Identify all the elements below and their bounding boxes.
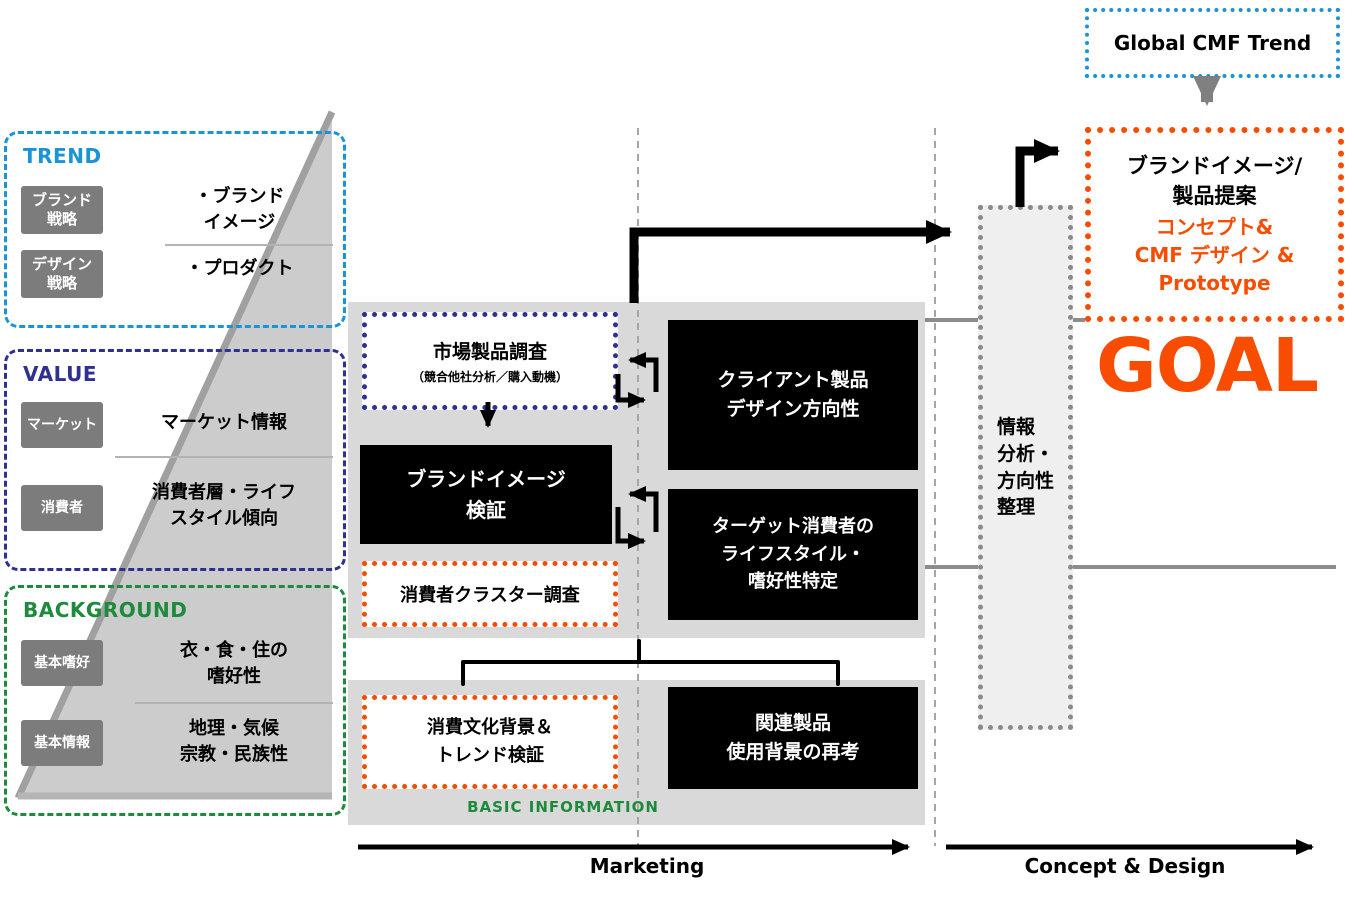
market-tag: マーケット [21,402,103,448]
background-divider [135,702,333,704]
information-analysis-box: 情報 分析・ 方向性 整理 [978,205,1073,730]
brand-strategy-tag: ブランド 戦略 [21,186,103,234]
basic-information-tag: 基本情報 [21,720,103,766]
market-survey-subtitle: （競合他社分析／購入動機） [411,370,568,384]
value-item-consumer-lifestyle: 消費者層・ライフ スタイル傾向 [152,482,296,530]
background-title: BACKGROUND [23,598,188,622]
trend-item-product: ・プロダクト [185,258,294,279]
client-product-direction-box: クライアント製品 デザイン方向性 [668,320,918,470]
background-item-geography: 地理・気候 宗教・民族性 [180,718,288,766]
value-title: VALUE [23,362,98,386]
trend-divider [165,244,333,246]
goal-label: GOAL [1095,323,1319,409]
trend-title: TREND [23,144,102,168]
market-product-survey-box: 市場製品調査 （競合他社分析／購入動機） [362,312,618,410]
background-item-lifestyle: 衣・食・住の 嗜好性 [180,640,288,688]
brand-image-verification-box: ブランドイメージ 検証 [360,445,612,544]
market-survey-title: 市場製品調査 [432,341,547,363]
brand-image-proposal-box: ブランドイメージ/ 製品提案 コンセプト& CMF デザイン & Prototy… [1085,127,1344,322]
concept-design-axis-label: Concept & Design [1024,854,1226,878]
value-item-market-info: マーケット情報 [161,412,287,433]
basic-information-caption: BASIC INFORMATION [467,798,659,816]
global-cmf-trend-box: Global CMF Trend [1085,8,1340,78]
information-analysis-text: 情報 分析・ 方向性 整理 [996,416,1054,519]
related-products-box: 関連製品 使用背景の再考 [668,687,918,789]
proposal-highlight: コンセプト& CMF デザイン & Prototype [1134,214,1295,295]
consumer-tag: 消費者 [21,485,103,531]
value-divider [115,456,333,458]
target-consumer-lifestyle-box: ターゲット消費者の ライフスタイル・ 嗜好性特定 [668,489,918,620]
value-frame: VALUE マーケット 消費者 マーケット情報 消費者層・ライフ スタイル傾向 [4,349,346,571]
consumer-cluster-survey-box: 消費者クラスター調査 [362,561,618,627]
basic-preference-tag: 基本嗜好 [21,640,103,686]
trend-frame: TREND ブランド 戦略 デザイン 戦略 ・ブランド イメージ ・プロダクト [4,131,346,328]
marketing-axis-label: Marketing [589,854,705,878]
consumption-culture-trend-box: 消費文化背景＆ トレンド検証 [362,695,618,789]
proposal-title: ブランドイメージ/ 製品提案 [1126,154,1303,208]
trend-item-brand-image: ・ブランド イメージ [194,186,285,234]
design-strategy-tag: デザイン 戦略 [21,250,103,298]
background-frame: BACKGROUND 基本嗜好 基本情報 衣・食・住の 嗜好性 地理・気候 宗教… [4,585,346,816]
